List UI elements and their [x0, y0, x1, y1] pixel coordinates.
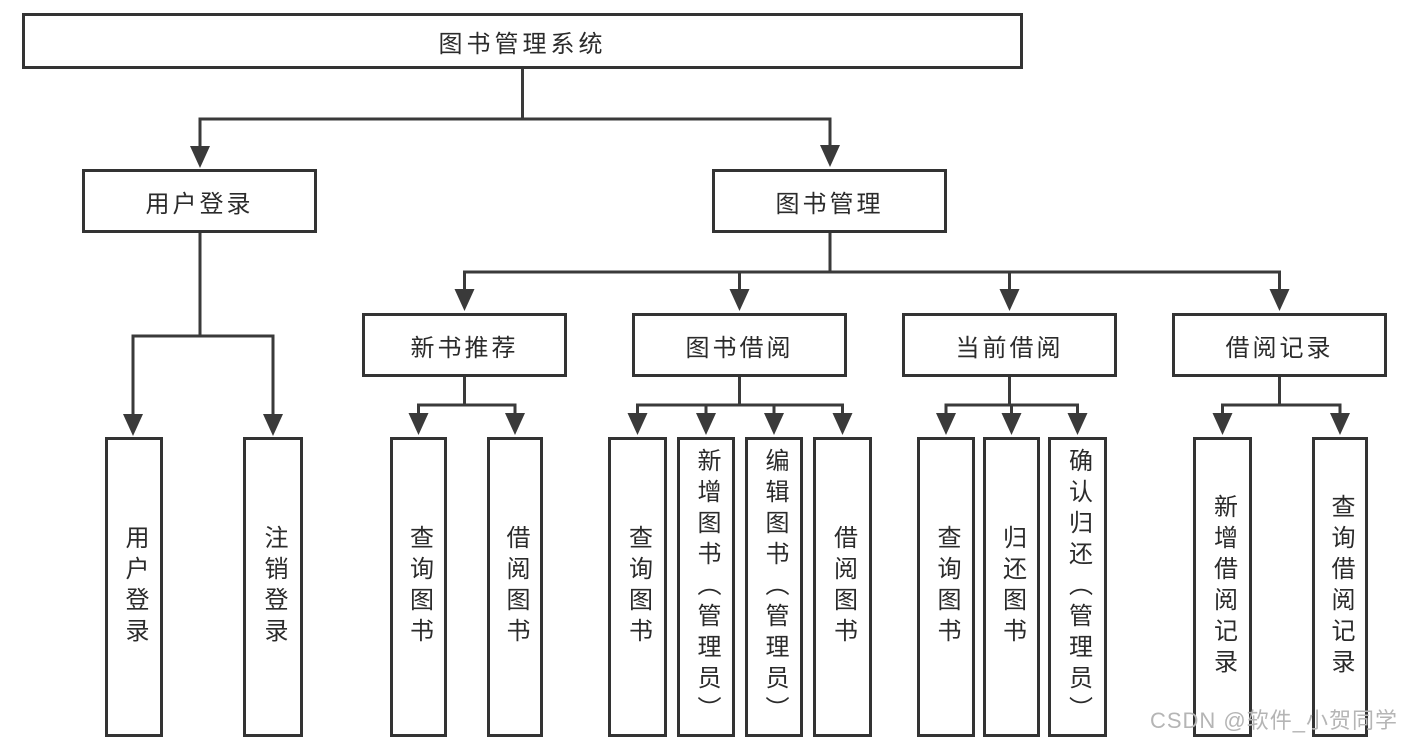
node-user-login: 用户登录	[82, 169, 317, 233]
node-book-management: 图书管理	[712, 169, 947, 233]
watermark-text: CSDN @软件_小贺同学	[1149, 708, 1398, 733]
leaf-bb-add-books-admin-label: 新增图书（管理员）	[693, 447, 720, 727]
node-borrowing-records-label: 借阅记录	[1225, 334, 1334, 362]
leaf-bb-query-books: 查询图书	[608, 437, 667, 737]
leaf-nbr-query-books-label: 查询图书	[405, 525, 433, 649]
node-current-borrowing-label: 当前借阅	[955, 334, 1064, 362]
leaf-bb-borrow-books-label: 借阅图书	[829, 525, 857, 649]
node-book-management-label: 图书管理	[775, 190, 884, 218]
leaf-logout-login-label: 注销登录	[260, 525, 287, 649]
node-book-borrowing: 图书借阅	[632, 313, 847, 377]
leaf-br-query-record-label: 查询借阅记录	[1327, 494, 1354, 680]
leaf-bb-query-books-label: 查询图书	[624, 525, 652, 649]
leaf-cb-return-books: 归还图书	[983, 437, 1040, 737]
leaf-br-add-record: 新增借阅记录	[1193, 437, 1252, 737]
node-system-root: 图书管理系统	[22, 13, 1023, 69]
node-current-borrowing: 当前借阅	[902, 313, 1117, 377]
node-new-book-recommend: 新书推荐	[362, 313, 567, 377]
leaf-cb-query-books-label: 查询图书	[933, 525, 960, 649]
node-new-book-recommend-label: 新书推荐	[410, 334, 519, 362]
leaf-cb-confirm-return-admin: 确认归还（管理员）	[1048, 437, 1107, 737]
leaf-bb-edit-books-admin-label: 编辑图书（管理员）	[761, 447, 788, 727]
node-user-login-label: 用户登录	[145, 190, 254, 218]
leaf-logout-login: 注销登录	[243, 437, 303, 737]
leaf-bb-add-books-admin: 新增图书（管理员）	[677, 437, 735, 737]
leaf-br-query-record: 查询借阅记录	[1312, 437, 1368, 737]
leaf-bb-borrow-books: 借阅图书	[813, 437, 872, 737]
node-book-borrowing-label: 图书借阅	[685, 334, 794, 362]
leaf-user-login-label: 用户登录	[121, 525, 148, 649]
node-system-root-label: 图书管理系统	[438, 30, 607, 58]
leaf-cb-query-books: 查询图书	[917, 437, 975, 737]
node-borrowing-records: 借阅记录	[1172, 313, 1387, 377]
leaf-bb-edit-books-admin: 编辑图书（管理员）	[745, 437, 803, 737]
leaf-cb-confirm-return-admin-label: 确认归还（管理员）	[1064, 447, 1092, 727]
leaf-br-add-record-label: 新增借阅记录	[1209, 494, 1237, 680]
leaf-user-login: 用户登录	[105, 437, 163, 737]
leaf-nbr-borrow-books-label: 借阅图书	[502, 525, 529, 649]
leaf-nbr-borrow-books: 借阅图书	[487, 437, 543, 737]
leaf-nbr-query-books: 查询图书	[390, 437, 447, 737]
leaf-cb-return-books-label: 归还图书	[998, 525, 1026, 649]
